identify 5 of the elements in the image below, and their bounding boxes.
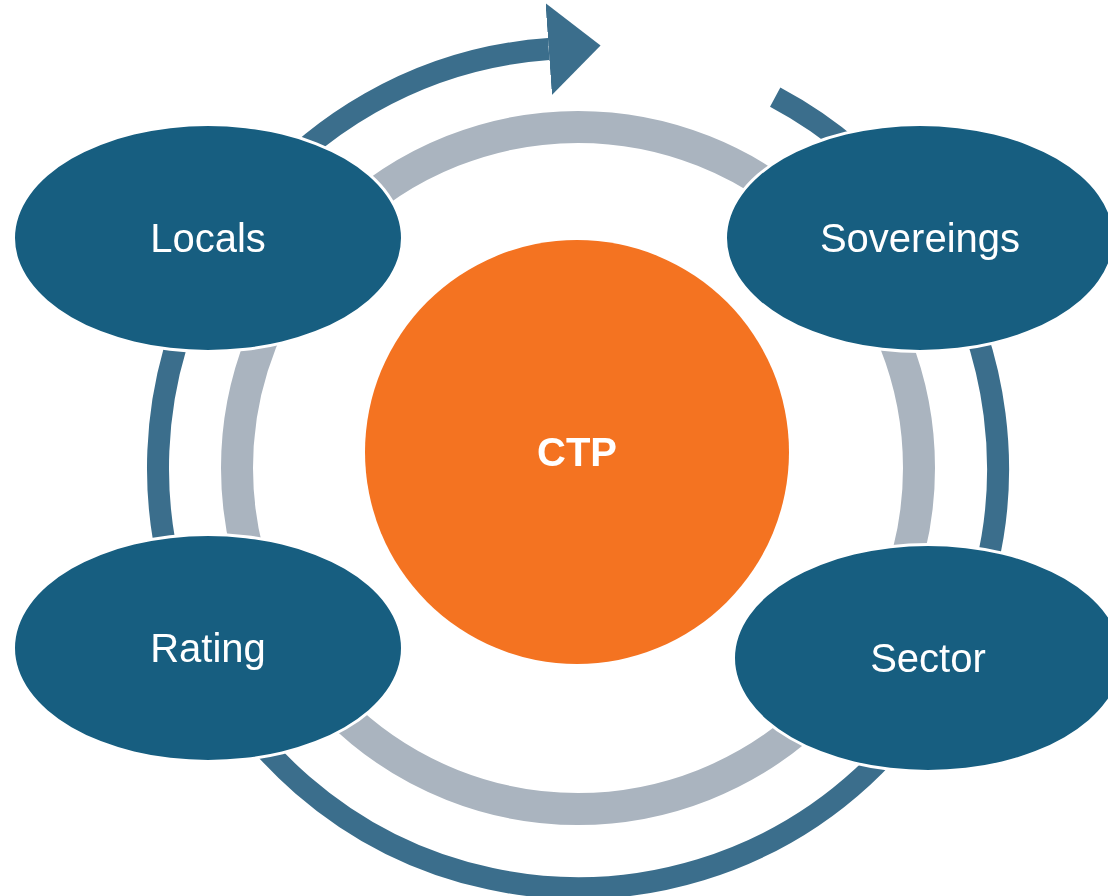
node-label: CTP	[537, 429, 617, 475]
node-label: Sector	[870, 635, 986, 681]
node-label: Locals	[150, 215, 266, 261]
node-label: Sovereings	[819, 215, 1021, 261]
node-label: Rating	[150, 625, 266, 671]
